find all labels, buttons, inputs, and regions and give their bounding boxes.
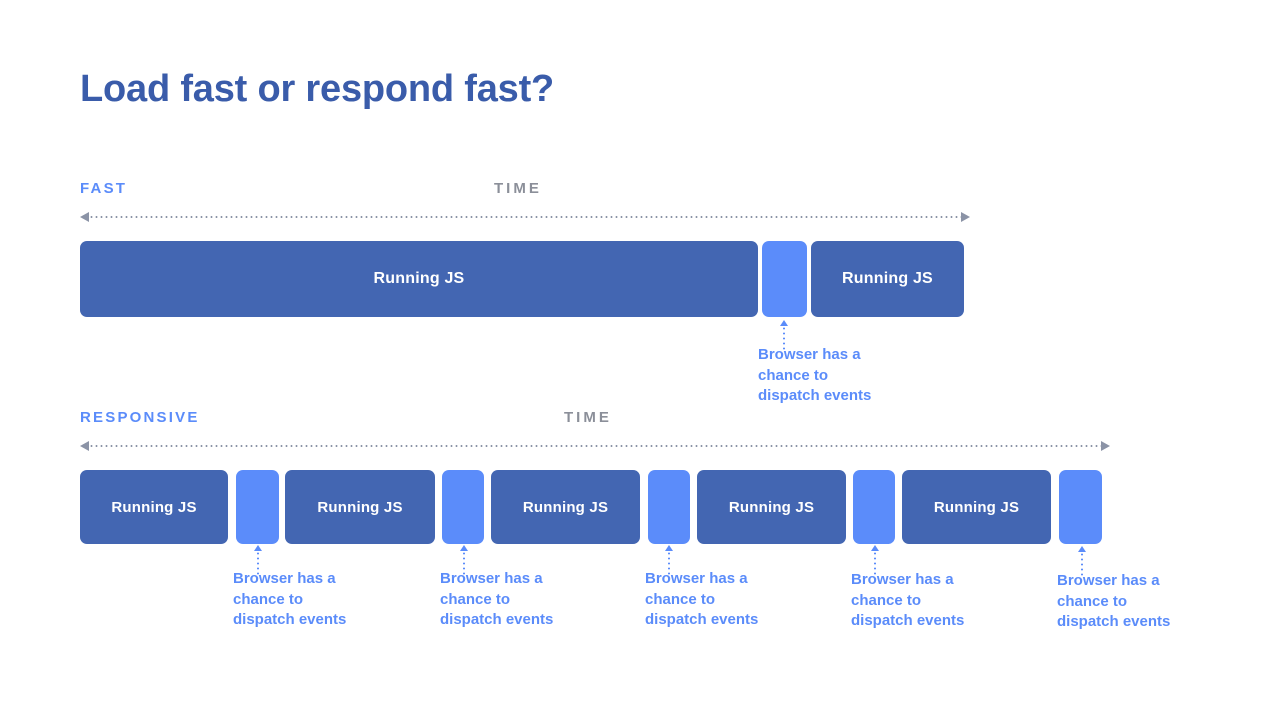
axis-label-row-fast: FAST TIME [0,180,1276,222]
arrow-up-head-icon [460,545,468,551]
section-fast: FAST TIME [0,180,1276,222]
callout-text: Browser has a chance to dispatch events [440,570,554,628]
dotted-connector [668,551,670,577]
callout-text: Browser has a chance to dispatch events [233,570,347,628]
running-js-label: Running JS [842,270,933,287]
callout-arrow-up-icon [254,545,262,577]
running-js-bar: Running JS [80,470,228,544]
axis-label-row-responsive: RESPONSIVE TIME [0,409,1276,451]
arrow-up-head-icon [1078,546,1086,552]
dotted-connector [874,551,876,577]
running-js-label: Running JS [522,498,609,516]
running-js-bar: Running JS [491,470,640,544]
dotted-axis-line [89,216,961,218]
running-js-bar: Running JS [811,241,964,317]
arrow-up-head-icon [665,545,673,551]
dotted-connector [1081,552,1083,578]
dotted-connector [257,551,259,577]
running-js-label: Running JS [373,270,465,287]
callout-arrow-up-icon [871,545,879,577]
running-js-bar: Running JS [697,470,846,544]
callout-text: Browser has a chance to dispatch events [645,570,759,628]
idle-gap-bar [762,241,807,317]
arrow-left-icon [80,212,89,222]
arrow-up-head-icon [254,545,262,551]
callout-text: Browser has a chance to dispatch events [758,346,872,404]
idle-gap-bar [648,470,690,544]
section-responsive: RESPONSIVE TIME [0,409,1276,451]
running-js-bar: Running JS [285,470,435,544]
time-axis-responsive [80,441,1110,451]
arrow-right-icon [1101,441,1110,451]
callout-arrow-up-icon [665,545,673,577]
idle-gap-bar [236,470,279,544]
arrow-up-head-icon [871,545,879,551]
dotted-connector [463,551,465,577]
axis-time-label-responsive: TIME [564,409,612,426]
timeline-fast: Running JS Running JS [0,241,1276,317]
callout-arrow-up-icon [460,545,468,577]
running-js-bar: Running JS [80,241,758,317]
idle-gap-bar [1059,470,1102,544]
idle-gap-bar [442,470,484,544]
time-axis-fast [80,212,970,222]
idle-gap-bar [853,470,895,544]
callout-text: Browser has a chance to dispatch events [1057,572,1171,630]
running-js-label: Running JS [317,498,403,516]
axis-time-label-fast: TIME [494,180,542,197]
dotted-axis-line [89,445,1101,447]
timeline-responsive: Running JS Running JS Running JS Running JS… [0,470,1276,544]
arrow-up-head-icon [780,320,788,326]
page-title: Load fast or respond fast? [80,68,555,110]
arrow-right-icon [961,212,970,222]
callout-text: Browser has a chance to dispatch events [851,571,965,629]
dotted-connector [783,326,785,352]
axis-label-fast: FAST [80,180,128,197]
running-js-bar: Running JS [902,470,1051,544]
axis-label-responsive: RESPONSIVE [80,409,200,426]
callout-arrow-up-icon [1078,546,1086,578]
callout-arrow-up-icon [780,320,788,352]
running-js-label: Running JS [111,498,197,516]
running-js-label: Running JS [728,498,815,516]
arrow-left-icon [80,441,89,451]
running-js-label: Running JS [933,498,1020,516]
